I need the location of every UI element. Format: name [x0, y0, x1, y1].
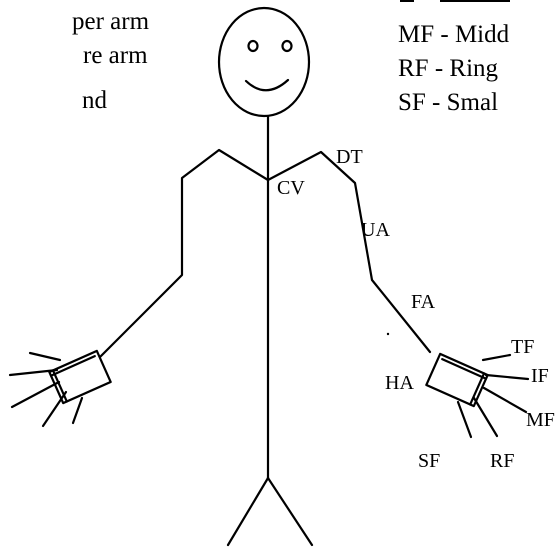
- stray-dot: [387, 333, 389, 335]
- label-tf: TF: [511, 336, 534, 358]
- legend-upper-arm: per arm: [72, 8, 150, 35]
- label-mf: MF: [526, 409, 555, 431]
- legend-fore-arm: re arm: [83, 42, 148, 69]
- label-ha: HA: [385, 372, 414, 394]
- legend-middle-finger: MF - Midd: [398, 21, 510, 48]
- left-arm: [100, 150, 268, 357]
- right-eye: [283, 41, 292, 51]
- legend-index-finger-clipped: [400, 0, 510, 2]
- label-ua: UA: [361, 219, 390, 241]
- label-fa: FA: [411, 291, 436, 313]
- label-sf: SF: [418, 450, 440, 472]
- legend-hand: nd: [82, 87, 108, 114]
- left-hand-sensor: [10, 351, 111, 426]
- left-eye: [249, 41, 258, 51]
- legend-small-finger: SF - Smal: [398, 89, 498, 116]
- label-rf: RF: [490, 450, 514, 472]
- label-cv: CV: [277, 177, 305, 199]
- right-hand-sensor: [426, 354, 528, 437]
- smile: [246, 80, 288, 90]
- head: [219, 8, 309, 116]
- label-if: IF: [531, 365, 549, 387]
- label-dt: DT: [336, 146, 363, 168]
- legend-ring-finger: RF - Ring: [398, 55, 499, 82]
